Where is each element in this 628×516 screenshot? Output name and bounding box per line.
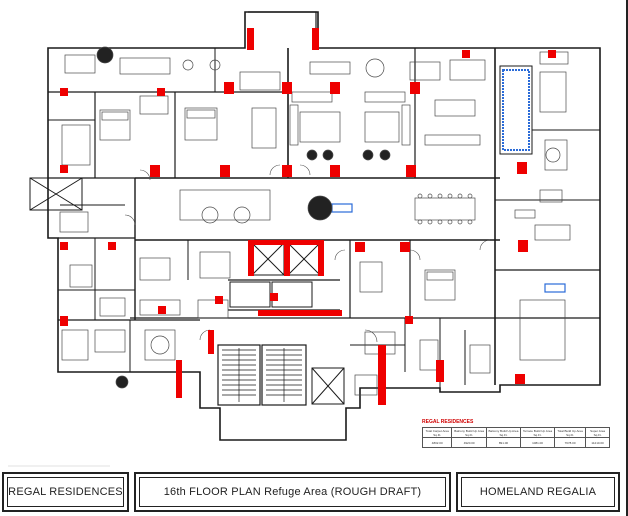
legend-header-cell: Super Area Sq.Ft. [585, 427, 610, 438]
column-marker-icon [60, 28, 556, 405]
legend-value-cell: 1081.00 [520, 437, 555, 448]
furniture [59, 46, 571, 396]
legend-value-cell: 891.00 [485, 437, 522, 448]
staircase-icon [217, 344, 307, 406]
legend-value-cell: 11210.00 [585, 437, 610, 448]
legend-header-cell: Balcony Build Up Area Sq.Ft. [451, 427, 487, 438]
developer-name: HOMELAND REGALIA [479, 486, 597, 498]
legend-header-cell: Terrace Build Up Area Sq.Ft. [520, 427, 555, 438]
legend-header-cell: Balcony Build Up Area Sq.Ft. [485, 427, 522, 438]
floor-plan-drawing [8, 11, 601, 467]
legend-value-cell: 4920.00 [451, 437, 487, 448]
project-name: REGAL RESIDENCES [8, 486, 123, 498]
pool-icon [331, 65, 566, 293]
legend-value-cell: 7678.00 [553, 437, 587, 448]
title-block-center: 16th FLOOR PLAN Refuge Area (ROUGH DRAFT… [134, 472, 451, 512]
drawing-title: 16th FLOOR PLAN Refuge Area (ROUGH DRAFT… [163, 486, 422, 498]
legend-value-cell: 4802.00 [421, 437, 453, 448]
legend-header-cell: Total Carpet Area Sq.Ft. [421, 427, 453, 438]
title-block-left: REGAL RESIDENCES [2, 472, 129, 512]
legend-value-row: 4802.00 4920.00 891.00 1081.00 7678.00 1… [421, 437, 610, 448]
legend-header-row: Total Carpet Area Sq.Ft. Balcony Build U… [421, 427, 610, 438]
area-legend: REGAL RESIDENCES Total Carpet Area Sq.Ft… [421, 419, 610, 448]
legend-title: REGAL RESIDENCES [422, 419, 474, 425]
title-block-right: HOMELAND REGALIA [456, 472, 620, 512]
legend-table: Total Carpet Area Sq.Ft. Balcony Build U… [421, 427, 610, 448]
legend-header-cell: Total Build Up Area Sq.Ft. [553, 427, 587, 438]
top-tower [248, 11, 317, 48]
